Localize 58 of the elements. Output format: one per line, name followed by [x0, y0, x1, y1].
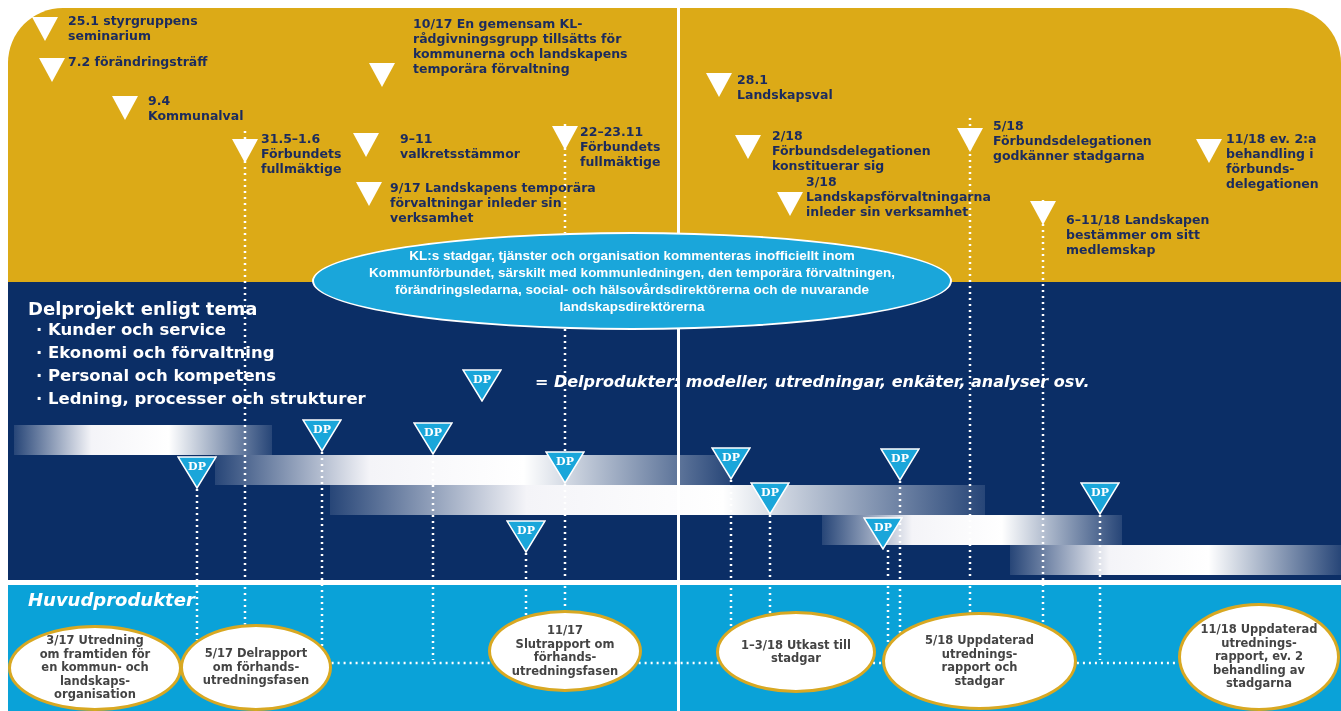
deliverable-marker: DP — [863, 517, 903, 550]
milestone-text: 31.5–1.6 Förbundets fullmäktige — [261, 131, 343, 176]
milestone-text: 5/18 Förbundsdelegationen godkänner stadgarna — [993, 118, 1153, 163]
milestone-text: 22–23.11 Förbundets fullmäktige — [580, 124, 662, 169]
milestone-text: 9/17 Landskapens temporära förvaltningar inleder sin verksamhet — [390, 180, 597, 225]
deliverable-marker: DP — [1080, 482, 1120, 515]
dotted-connector — [768, 515, 772, 614]
deliverable-marker: DP — [711, 447, 751, 480]
milestone-text: 10/17 En gemensam KL- rådgivningsgrupp tillsätts för kommunerna och landskapens temporära förvaltning — [413, 16, 629, 76]
dotted-connector — [563, 124, 567, 234]
dotted-connector — [563, 328, 567, 451]
dotted-connector — [1098, 515, 1102, 660]
milestone-text: 25.1 styrgruppens seminarium — [68, 13, 199, 43]
deliverable-marker: DP — [302, 419, 342, 452]
dotted-connector — [968, 118, 972, 613]
product-text: 1–3/18 Utkast till stadgar — [741, 638, 851, 666]
deliverable-marker: DP — [545, 451, 585, 484]
dotted-connector — [873, 661, 883, 665]
dotted-connector — [524, 553, 528, 616]
dotted-connector — [898, 481, 902, 633]
deliverable-marker: DP — [750, 482, 790, 515]
deliverable-marker: DP — [413, 422, 453, 455]
milestone-text: 9–11 valkretsstämmor — [400, 131, 521, 161]
topic-item: · Personal och kompetens — [36, 365, 278, 387]
milestone-text: 11/18 ev. 2:a behandling i förbunds- delegationen — [1226, 131, 1320, 191]
ellipse-text: KL:s stadgar, tjänster och organisation kommenteras inofficiellt inom Kommunförbundet, särskilt med kommunledningen, den temporära förvaltningen, förändringsledarna, social- och hälsovårdsdirektörerna och de nuvarande landskapsdirektörerna — [368, 247, 896, 315]
dotted-connector — [243, 131, 247, 625]
milestone-text: 7.2 förändringsträff — [68, 54, 209, 69]
product-text: 5/18 Uppdaterad utrednings- rapport och stadgar — [924, 634, 1035, 688]
dotted-connector — [431, 455, 435, 660]
product-text: 3/17 Utredning om framtiden för en kommun- och landskaps- organisation — [38, 634, 152, 702]
product-text: 11/18 Uppdaterad utrednings- rapport, ev. 2 behandling av stadgarna — [1200, 623, 1318, 691]
topic-item: · Ledning, processer och strukturer — [36, 388, 366, 410]
subproject-band — [8, 282, 1341, 580]
milestone-text: 9.4 Kommunalval — [148, 93, 245, 123]
band-heading: Huvudprodukter — [28, 589, 195, 610]
dotted-connector — [195, 489, 199, 641]
deliverable-marker: DP — [506, 520, 546, 553]
dotted-connector — [638, 661, 719, 665]
product-text: 11/17 Slutrapport om förhands- utredningsfasen — [510, 624, 620, 678]
deliverable-marker: DP — [880, 448, 920, 481]
dotted-connector — [331, 661, 492, 665]
dotted-connector — [886, 550, 890, 645]
milestone-text: 2/18 Förbundsdelegationen konstituerar sig — [772, 128, 932, 173]
dotted-connector — [1041, 200, 1045, 624]
topic-item: · Ekonomi och förvaltning — [36, 342, 276, 364]
dotted-connector — [729, 480, 733, 629]
main-products-band — [8, 585, 1341, 711]
milestone-text: 28.1 Landskapsval — [737, 72, 834, 102]
dotted-connector — [320, 452, 324, 646]
legend-marker: DP — [462, 369, 502, 402]
topic-item: · Kunder och service — [36, 319, 228, 341]
milestone-text: 3/18 Landskapsförvaltningarna inleder sin verksamhet — [806, 174, 992, 219]
milestone-text: 6–11/18 Landskapen bestämmer om sitt medlemskap — [1066, 212, 1211, 257]
band-heading: Delprojekt enligt tema — [28, 298, 258, 319]
deliverable-marker: DP — [177, 456, 217, 489]
legend-text: = Delprodukter: modeller, utredningar, enkäter, analyser osv. — [535, 372, 1090, 391]
product-text: 5/17 Delrapport om förhands- utredningsfasen — [201, 647, 311, 688]
